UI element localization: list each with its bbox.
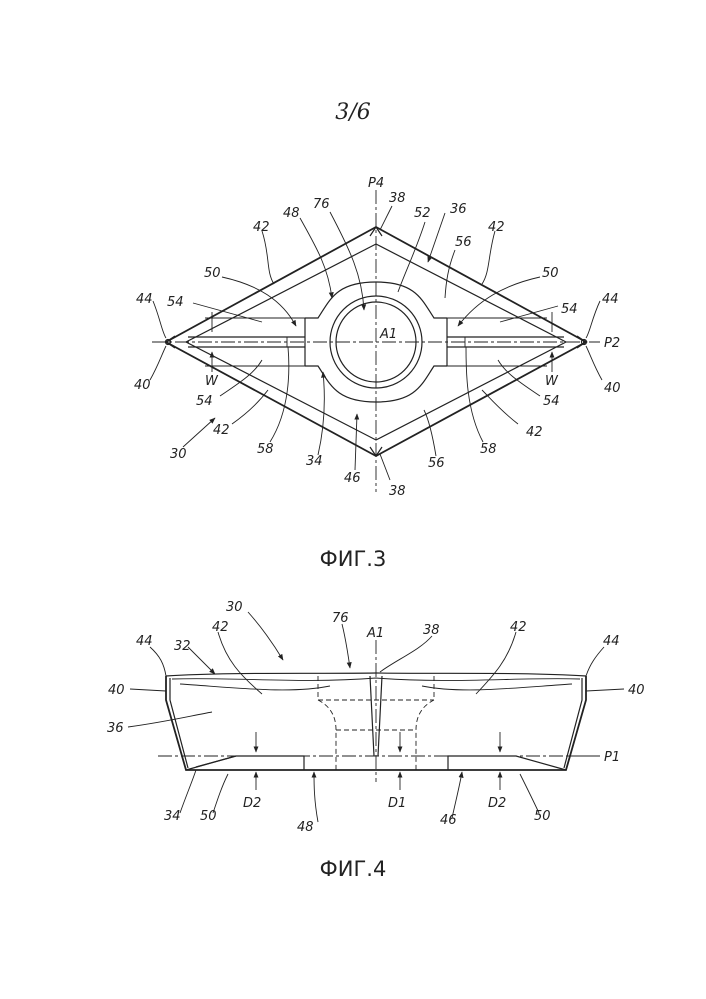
label-36-side: 36 <box>107 721 124 736</box>
label-42-top-left: 42 <box>253 220 270 235</box>
label-76-side: 76 <box>332 611 349 626</box>
label-36: 36 <box>450 202 467 217</box>
label-34-side: 34 <box>164 809 181 824</box>
label-50-left: 50 <box>204 266 221 281</box>
label-w-left: W <box>205 374 219 389</box>
label-a1-side: A1 <box>366 626 384 641</box>
label-d2-left: D2 <box>243 796 261 811</box>
label-p4: P4 <box>368 176 384 191</box>
label-38-bottom: 38 <box>389 484 406 499</box>
label-a1: A1 <box>379 327 397 342</box>
label-38-side: 38 <box>423 623 440 638</box>
label-d2-right: D2 <box>488 796 506 811</box>
label-38-top: 38 <box>389 191 406 206</box>
label-50-right: 50 <box>542 266 559 281</box>
label-42-side-right: 42 <box>510 620 527 635</box>
label-58-right: 58 <box>480 442 497 457</box>
label-d1: D1 <box>388 796 406 811</box>
label-44-left: 44 <box>136 292 153 307</box>
label-46: 46 <box>344 471 361 486</box>
label-30-side: 30 <box>226 600 243 615</box>
figure-3-caption: ФИГ.3 <box>0 547 706 571</box>
figure-4-insert-side-view: 30 76 A1 38 42 42 44 44 32 40 40 36 P1 3… <box>107 600 645 835</box>
label-42-bottom-right: 42 <box>526 425 543 440</box>
label-76: 76 <box>313 197 330 212</box>
label-54-upper-right: 54 <box>561 302 578 317</box>
label-p1: P1 <box>604 750 620 765</box>
bottom-surface-left <box>186 756 304 770</box>
label-42-top-right: 42 <box>488 220 505 235</box>
label-58-left: 58 <box>257 442 274 457</box>
label-44-side-left: 44 <box>136 634 153 649</box>
label-42-side-left: 42 <box>212 620 229 635</box>
label-54-upper-left: 54 <box>167 295 184 310</box>
label-32: 32 <box>174 639 191 654</box>
label-40-side-right: 40 <box>628 683 645 698</box>
label-40-right: 40 <box>604 381 621 396</box>
label-48: 48 <box>283 206 300 221</box>
label-44-right: 44 <box>602 292 619 307</box>
label-56-bottom: 56 <box>428 456 445 471</box>
label-40-left: 40 <box>134 378 151 393</box>
label-44-side-right: 44 <box>603 634 620 649</box>
bottom-surface-right <box>448 756 566 770</box>
label-42-bottom-left: 42 <box>213 423 230 438</box>
label-52: 52 <box>414 206 431 221</box>
label-30: 30 <box>170 447 187 462</box>
figure-3-insert-top-view: P4 38 76 48 52 36 42 42 56 50 50 44 44 5… <box>134 176 621 499</box>
label-50-side-left: 50 <box>200 809 217 824</box>
label-50-side-right: 50 <box>534 809 551 824</box>
label-54-lower-right: 54 <box>543 394 560 409</box>
bottom-bevel-left <box>196 756 236 767</box>
figure-4-caption: ФИГ.4 <box>0 857 706 881</box>
label-54-lower-left: 54 <box>196 394 213 409</box>
label-56-top: 56 <box>455 235 472 250</box>
label-34: 34 <box>306 454 323 469</box>
label-46-side: 46 <box>440 813 457 828</box>
label-p2: P2 <box>604 336 620 351</box>
label-40-side-left: 40 <box>108 683 125 698</box>
label-w-right: W <box>545 374 559 389</box>
label-48-side: 48 <box>297 820 314 835</box>
